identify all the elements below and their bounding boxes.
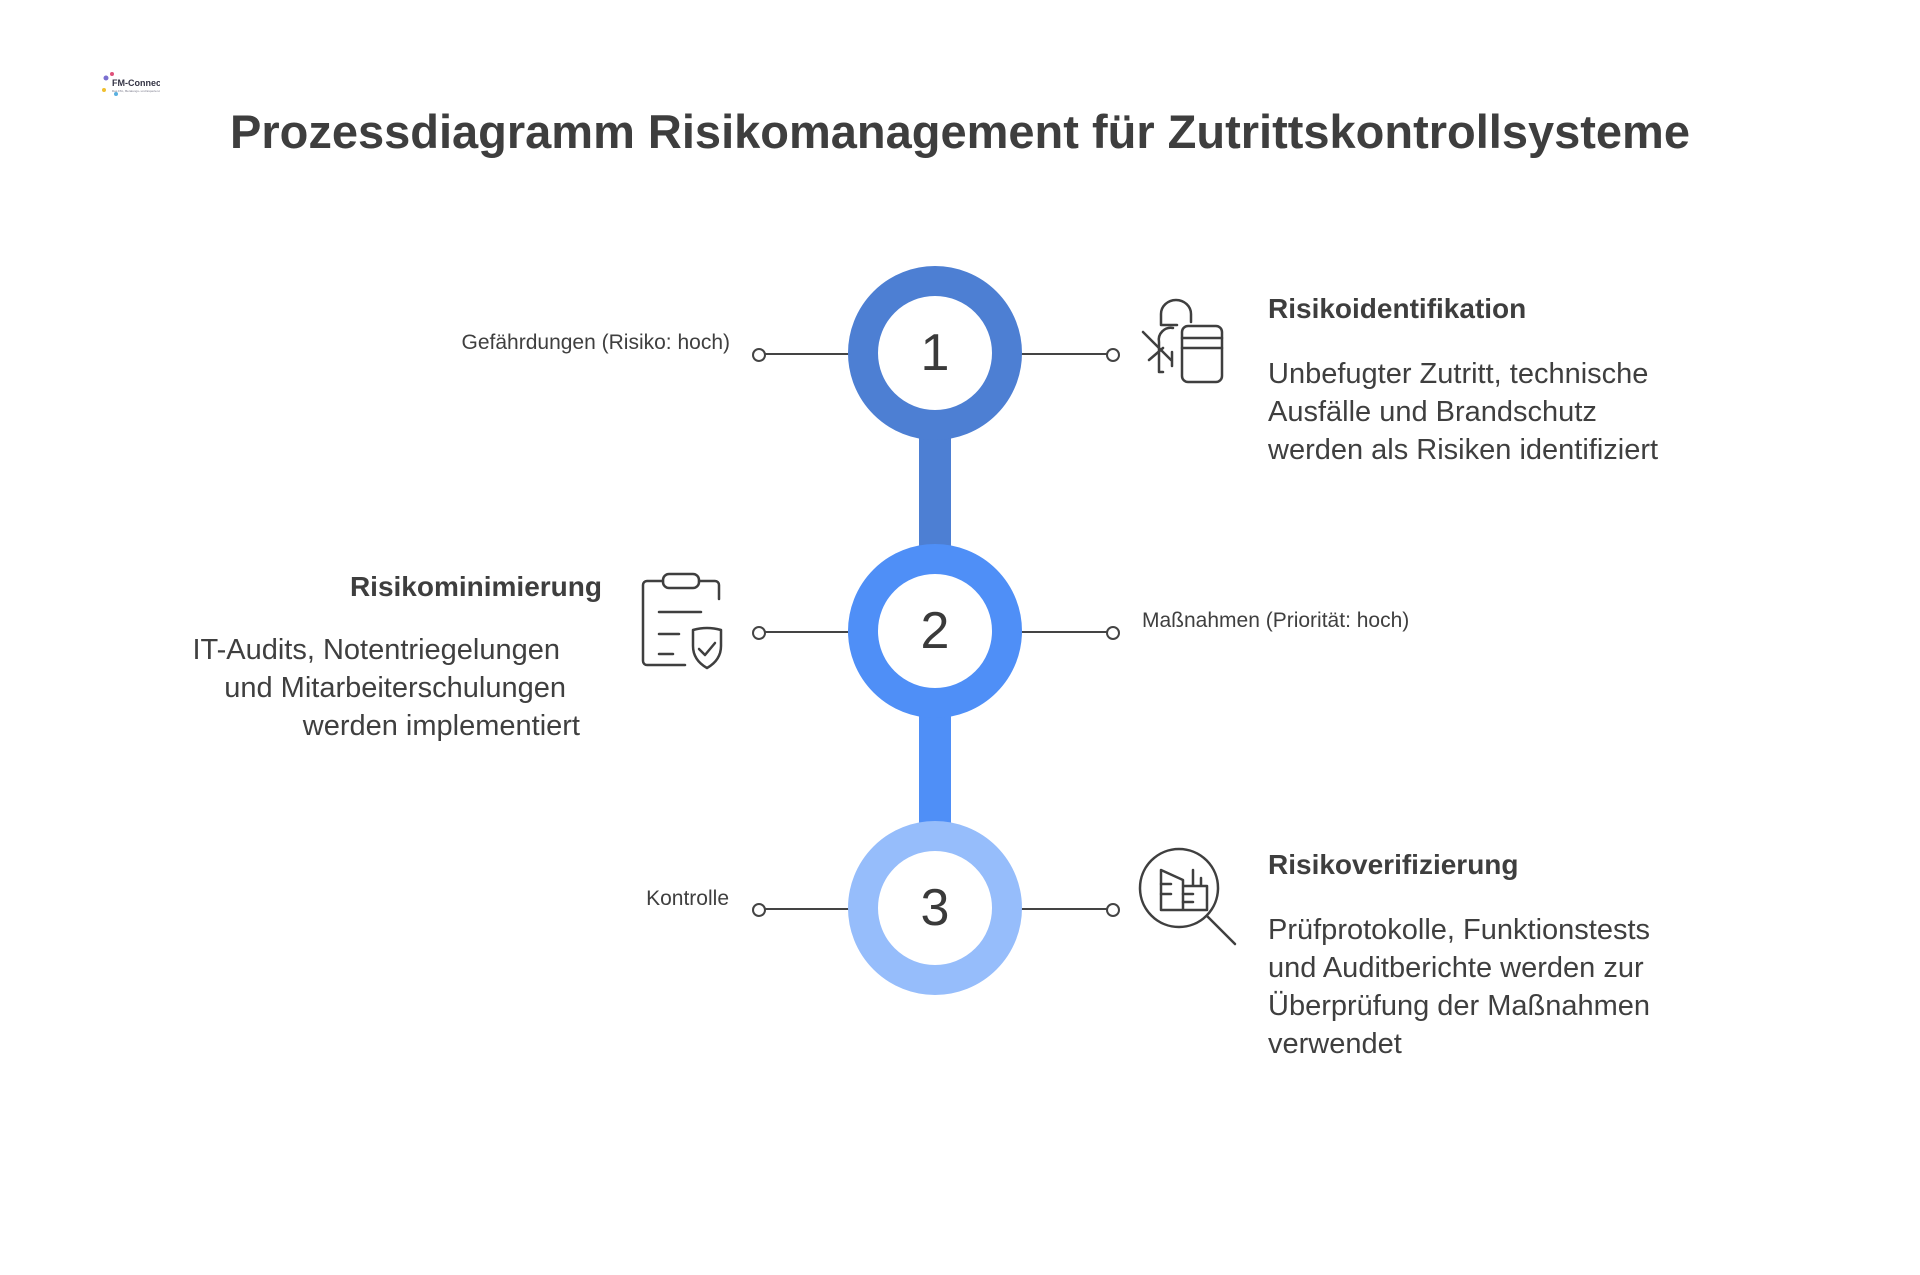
- step-2-circle: 2: [848, 544, 1022, 718]
- clipboard-shield-icon: [635, 570, 735, 675]
- step-3-circle: 3: [848, 821, 1022, 995]
- svg-text:Das FM-, Beratungs- und Expert: Das FM-, Beratungs- und Experten-Netzwer…: [112, 89, 160, 93]
- body-line: werden implementiert: [302, 710, 580, 742]
- body-line: Unbefugter Zutritt, technische: [1268, 358, 1649, 390]
- connector-1-2: [919, 438, 951, 548]
- body-line: Überprüfung der Maßnahmen: [1268, 990, 1651, 1022]
- body-line: IT-Audits, Notentriegelungen: [192, 634, 560, 666]
- left-dot-3: [752, 903, 766, 917]
- body-line: Ausfälle und Brandschutz: [1268, 396, 1597, 428]
- step-1-circle: 1: [848, 266, 1022, 440]
- security-guard-icon: [1139, 292, 1239, 397]
- body-line: verwendet: [1268, 1028, 1402, 1060]
- step-2-heading: Risikominimierung: [349, 571, 602, 602]
- logo: FM-Connect Das FM-, Beratungs- und Exper…: [98, 70, 173, 100]
- step-2-number: 2: [920, 602, 950, 660]
- body-line: und Auditberichte werden zur: [1268, 952, 1644, 984]
- svg-text:FM-Connect: FM-Connect: [112, 78, 160, 88]
- right-dot-3: [1106, 903, 1120, 917]
- page-title: Prozessdiagramm Risikomanagement für Zut…: [229, 105, 1690, 158]
- connector-2-3: [919, 716, 951, 826]
- body-line: und Mitarbeiterschulungen: [224, 672, 566, 704]
- step-1-heading: Risikoidentifikation: [1268, 293, 1527, 324]
- step-1-number: 1: [920, 324, 950, 382]
- step-3-body: Prüfprotokolle, Funktionstests und Audit…: [1268, 911, 1650, 1063]
- left-line-1: [764, 353, 854, 355]
- step-1-body: Unbefugter Zutritt, technische Ausfälle …: [1268, 355, 1658, 469]
- left-dot-2: [752, 626, 766, 640]
- left-line-3: [764, 908, 854, 910]
- right-line-1: [1020, 353, 1110, 355]
- step-3-side-label: Kontrolle: [646, 887, 729, 910]
- right-line-2: [1020, 631, 1110, 633]
- step-1-side-label: Gefährdungen (Risiko: hoch): [461, 331, 730, 354]
- left-line-2: [764, 631, 854, 633]
- body-line: Prüfprotokolle, Funktionstests: [1268, 914, 1651, 946]
- step-2-side-label: Maßnahmen (Priorität: hoch): [1142, 609, 1410, 632]
- step-2-body: IT-Audits, Notentriegelungen und Mitarbe…: [192, 631, 580, 745]
- right-dot-2: [1106, 626, 1120, 640]
- magnifier-building-icon: [1137, 846, 1242, 956]
- left-dot-1: [752, 348, 766, 362]
- step-3-heading: Risikoverifizierung: [1268, 849, 1519, 880]
- body-line: werden als Risiken identifiziert: [1268, 434, 1659, 466]
- right-line-3: [1020, 908, 1110, 910]
- right-dot-1: [1106, 348, 1120, 362]
- step-3-number: 3: [920, 879, 950, 937]
